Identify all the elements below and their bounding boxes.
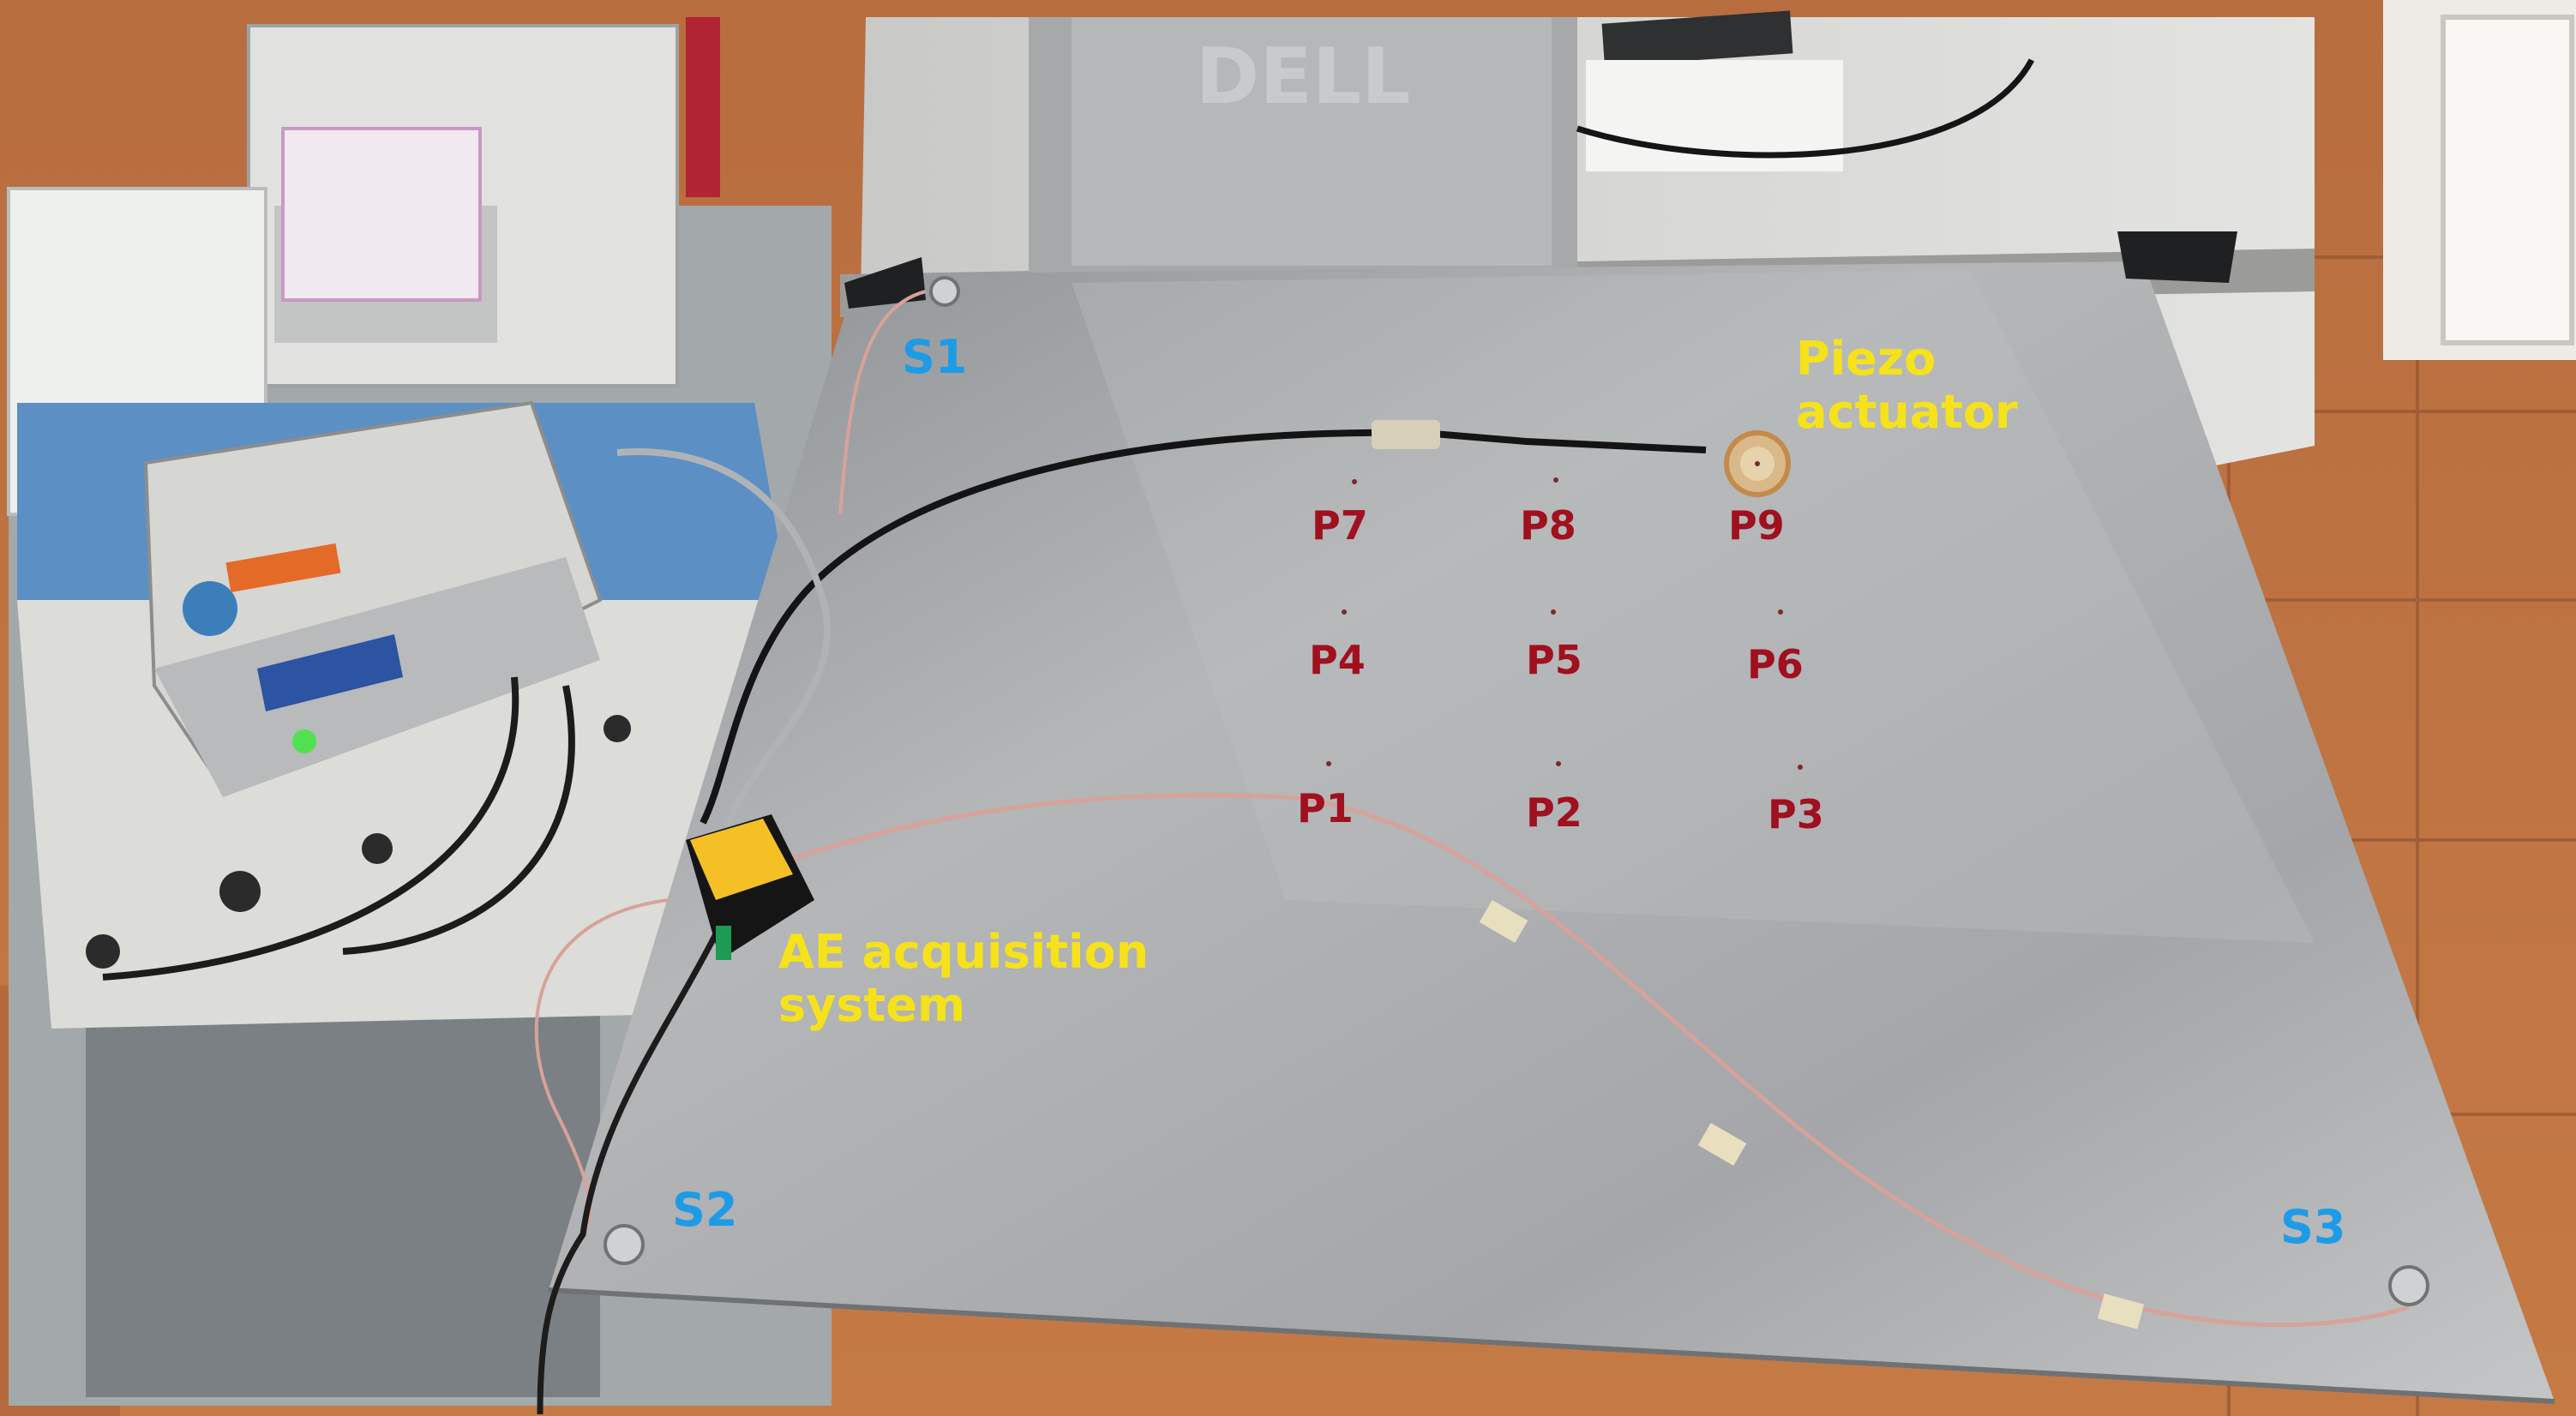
point-label-p7: P7	[1312, 502, 1368, 549]
point-mark-p9	[1755, 461, 1760, 466]
point-label-p2: P2	[1526, 789, 1582, 836]
clamp-right	[2117, 231, 2237, 283]
rf-amplifier-knobs	[86, 715, 631, 969]
point-mark-p8	[1553, 477, 1558, 483]
ae-label-line1: AE acquisition	[778, 925, 1150, 979]
black-cable-actuator	[700, 429, 1707, 825]
point-mark-p2	[1556, 761, 1561, 766]
point-mark-p3	[1798, 765, 1803, 770]
pink-cable-s1	[838, 290, 927, 515]
tape-3	[2097, 1293, 2145, 1329]
sensor-label-s3: S3	[2280, 1200, 2346, 1254]
ae-acquisition-label: AE acquisition system	[778, 925, 1150, 1033]
plate-edge	[548, 1287, 2555, 1404]
sensor-s3-body	[2388, 1265, 2429, 1306]
sensor-label-s2: S2	[672, 1183, 738, 1237]
tape-2	[1697, 1123, 1747, 1166]
generator-display	[257, 634, 403, 711]
steel-plate	[549, 261, 2555, 1401]
door-frame	[2441, 15, 2574, 345]
clamp-left	[844, 257, 926, 309]
gray-cable	[616, 448, 832, 825]
sensor-s1-body	[929, 276, 960, 307]
point-label-p6: P6	[1747, 641, 1804, 687]
ae-label-line2: system	[778, 978, 966, 1033]
sensor-s2-body	[603, 1224, 645, 1265]
cart-shelf	[86, 986, 600, 1397]
tower-shadow	[1072, 17, 1552, 266]
point-mark-p6	[1778, 609, 1783, 615]
ae-box-green-connector	[716, 926, 731, 960]
sensor-label-s1: S1	[902, 330, 968, 384]
point-label-p8: P8	[1520, 502, 1576, 549]
generator-green-button	[292, 729, 316, 753]
black-cable-s2	[537, 924, 724, 1415]
tape-1	[1479, 900, 1528, 943]
point-label-p5: P5	[1526, 637, 1582, 683]
point-mark-p1	[1326, 761, 1331, 766]
piezo-label-line1: Piezo	[1796, 332, 1937, 386]
point-label-p1: P1	[1297, 785, 1354, 831]
sign-board	[281, 127, 482, 302]
tower-logo: DELL	[1196, 32, 1411, 122]
pink-cable-s3	[771, 793, 2410, 1328]
generator-sticker	[183, 581, 237, 636]
point-marks	[1326, 461, 1803, 770]
point-label-p4: P4	[1309, 637, 1366, 683]
piezo-actuator-label: Piezo actuator	[1796, 332, 2018, 440]
generator-label-sticker	[225, 543, 341, 592]
point-label-p9: P9	[1728, 502, 1785, 549]
red-strip	[686, 17, 720, 197]
ae-box-label	[690, 819, 793, 900]
keyboard	[1601, 10, 1793, 67]
point-label-p3: P3	[1768, 791, 1824, 837]
point-mark-p4	[1342, 609, 1347, 615]
point-mark-p7	[1352, 479, 1357, 484]
piezo-label-line2: actuator	[1796, 385, 2018, 440]
black-cable-generator-2	[342, 685, 575, 955]
bnc-connector	[1372, 420, 1440, 449]
point-mark-p5	[1551, 609, 1556, 615]
desk-cable	[1576, 58, 2035, 159]
black-cable-generator	[102, 676, 519, 981]
